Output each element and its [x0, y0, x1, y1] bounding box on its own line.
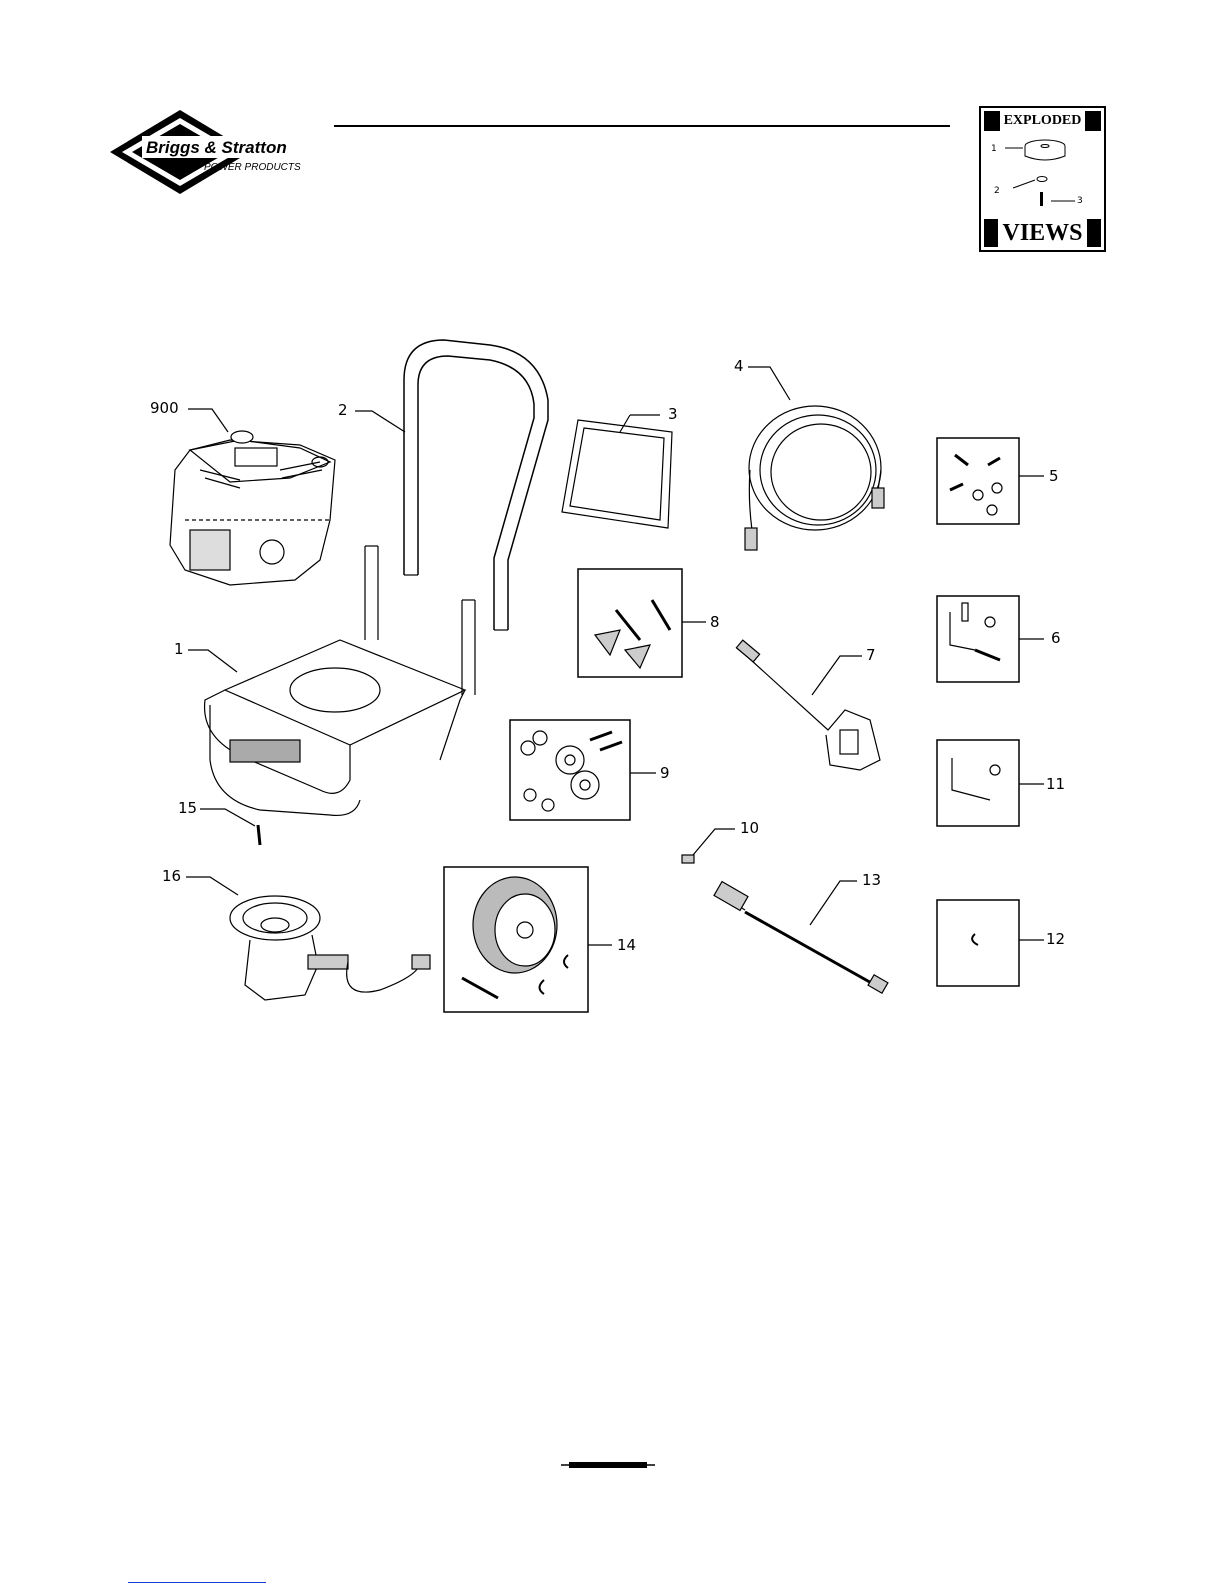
nozzle-part	[682, 855, 694, 863]
callout-11: 11	[1046, 777, 1065, 792]
handle-part	[404, 340, 548, 630]
callout-8: 8	[710, 615, 720, 630]
frame-part	[205, 546, 475, 815]
callout-7: 7	[866, 648, 876, 663]
pin-part	[258, 825, 260, 845]
callout-1: 1	[174, 642, 184, 657]
part-6-box	[937, 596, 1019, 682]
callout-16: 16	[162, 869, 181, 884]
part-12-box	[937, 900, 1019, 986]
hose-part	[745, 406, 884, 550]
callout-9: 9	[660, 766, 670, 781]
part-14-box	[444, 867, 588, 1012]
part-5-box	[937, 438, 1019, 524]
part-11-box	[937, 740, 1019, 826]
callout-15: 15	[178, 801, 197, 816]
pump-part	[230, 896, 430, 1000]
engine-part	[170, 431, 335, 585]
bottom-link-underline[interactable]	[128, 1582, 266, 1583]
callout-13: 13	[862, 873, 881, 888]
callout-12: 12	[1046, 932, 1065, 947]
part-9-box	[510, 720, 630, 820]
wand-part	[714, 882, 888, 994]
callout-900: 900	[150, 401, 179, 416]
callout-10: 10	[740, 821, 759, 836]
callout-2: 2	[338, 403, 348, 418]
spray-gun-part	[736, 640, 880, 770]
callout-3: 3	[668, 407, 678, 422]
callout-4: 4	[734, 359, 744, 374]
callout-6: 6	[1051, 631, 1061, 646]
callout-5: 5	[1049, 469, 1059, 484]
callout-14: 14	[617, 938, 636, 953]
panel-part	[562, 420, 672, 528]
part-8-box	[578, 569, 682, 677]
